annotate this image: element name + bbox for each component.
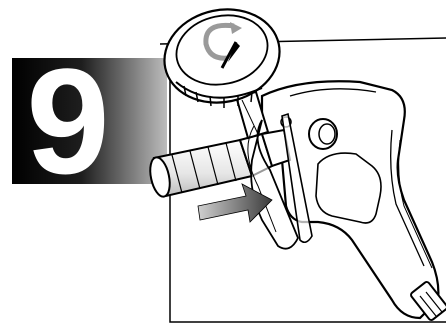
- trigger-lever: [247, 112, 313, 250]
- inflator-grip: [260, 80, 440, 320]
- step-badge: 9: [12, 46, 167, 196]
- step-number: 9: [26, 37, 110, 205]
- valve-knob: [308, 118, 338, 150]
- inlet-fitting: [410, 281, 446, 321]
- squeeze-arrow-icon: [197, 183, 273, 223]
- pressure-gauge: [163, 8, 281, 108]
